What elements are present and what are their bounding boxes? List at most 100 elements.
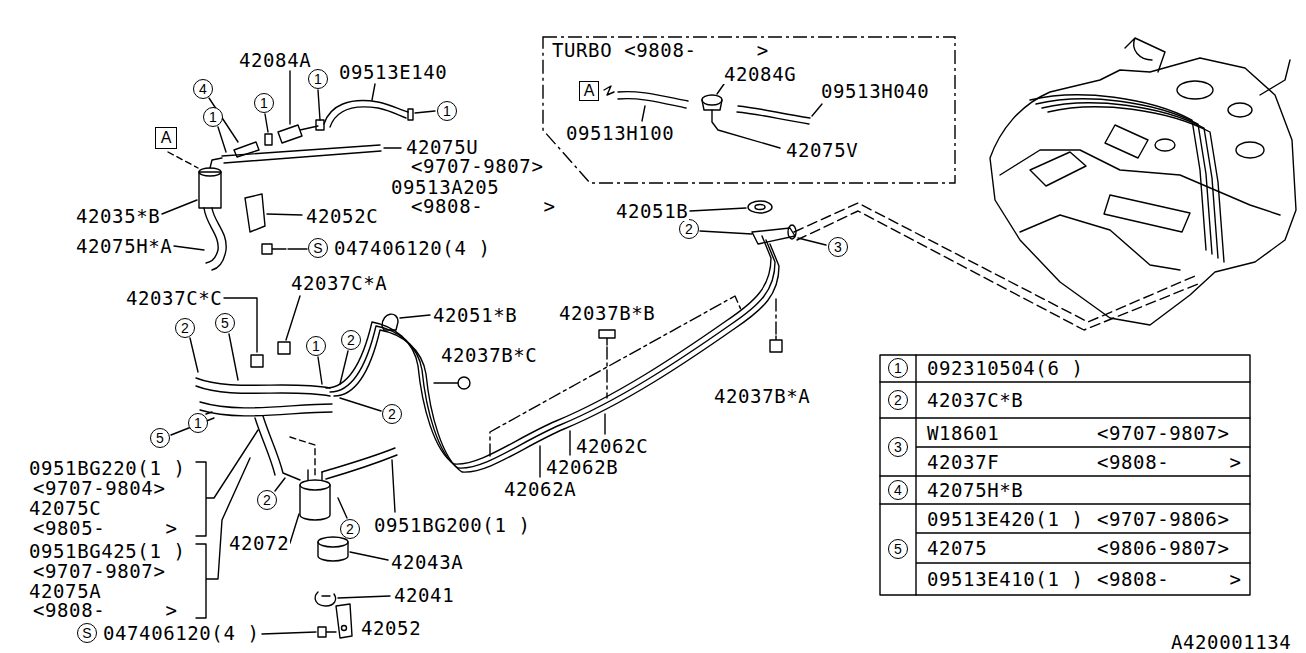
part-number: 42075H*A: [75, 236, 173, 256]
leader-line: [267, 214, 302, 215]
leader-line: [229, 334, 238, 380]
table-cell: 42037F: [926, 452, 1000, 472]
callout-number: 2: [382, 404, 402, 424]
hose-parts: [318, 627, 336, 637]
callout-text: 2: [388, 407, 396, 421]
callout-text: A: [161, 130, 172, 146]
fuel-tank: [1260, 60, 1290, 95]
date-range: <9707-9804>: [32, 478, 166, 498]
table-cell: 092310504(6 ): [926, 358, 1085, 378]
table-cell: 42075H*B: [926, 480, 1024, 500]
hose-parts: [322, 448, 397, 479]
callout-number: 2: [679, 219, 699, 239]
parts-table: [880, 355, 1250, 595]
leader-line: [569, 431, 570, 455]
part-number: 42037C*A: [290, 273, 388, 293]
part-number: 42037B*A: [713, 386, 811, 406]
callout-number: 3: [828, 237, 848, 257]
fuel-pipe: [770, 336, 782, 352]
table-cell: <9808- >: [1096, 452, 1242, 472]
leader-line: [717, 84, 724, 94]
part-number: 42075V: [785, 140, 859, 160]
table-cell: <9806-9807>: [1096, 538, 1230, 558]
callout-text: 1: [312, 339, 320, 353]
turbo-parts: [618, 92, 688, 108]
part-number: 42035*B: [75, 206, 161, 226]
leader-line: [350, 552, 388, 560]
callout-text: S: [313, 241, 322, 255]
fuel-tank: [1042, 103, 1218, 258]
part-number: 42062A: [503, 479, 577, 499]
callout-text: 5: [156, 431, 164, 445]
standard-part-mark: S: [308, 238, 328, 258]
callout-number: 5: [150, 428, 170, 448]
date-range: <9808- >: [32, 600, 178, 620]
callout-text: 5: [221, 316, 229, 330]
leader-line: [604, 414, 605, 434]
leader-line: [209, 98, 238, 142]
leader-line: [265, 114, 268, 132]
part-number: 42051B: [615, 201, 689, 221]
canister-parts: [210, 158, 222, 168]
leader-line: [415, 111, 435, 113]
callout-text: 4: [894, 483, 902, 497]
fuel-tank: [1177, 81, 1213, 99]
region-outline: [543, 37, 955, 183]
hose-parts: [308, 470, 322, 480]
leader-line: [318, 90, 320, 120]
fuel-pipe: [755, 205, 765, 210]
fuel-pipe: [748, 201, 772, 213]
leader-line: [372, 84, 375, 100]
reference-box: A: [579, 81, 599, 101]
turbo-parts: [702, 95, 722, 105]
leader-line: [642, 106, 645, 121]
callout-number: 2: [257, 490, 277, 510]
fuel-tank: [990, 38, 1296, 325]
hidden-line: [797, 211, 1198, 330]
callout-number: 1: [437, 101, 457, 121]
callout-text: 2: [685, 222, 693, 236]
leader-line: [384, 147, 401, 148]
canister-parts: [316, 120, 324, 130]
clip-position-line: [490, 296, 776, 456]
hose-parts: [251, 355, 263, 367]
canister-parts: [408, 109, 413, 120]
table-callout: 3: [888, 437, 908, 457]
callout-text: 2: [894, 393, 902, 407]
leader-line: [262, 632, 316, 634]
callout-number: 4: [193, 79, 213, 99]
fuel-tank: [1020, 215, 1180, 270]
callout-number: 1: [254, 93, 274, 113]
callout-text: 2: [346, 522, 354, 536]
callout-text: 4: [199, 82, 207, 96]
turbo-parts: [702, 100, 722, 110]
leader-line: [318, 357, 322, 384]
table-cell: 42037C*B: [926, 390, 1024, 410]
table-callout: 5: [888, 539, 908, 559]
part-number: 42052C: [305, 206, 379, 226]
reference-box: A: [155, 127, 177, 149]
leader-line: [286, 296, 300, 340]
callout-number: 1: [188, 413, 208, 433]
part-number: 42075U: [405, 137, 479, 157]
canister-parts: [278, 125, 318, 143]
date-range: <9808- >: [410, 196, 556, 216]
table-cell: <9808- >: [1096, 569, 1242, 589]
hose-parts: [196, 342, 397, 638]
fuel-pipe: [382, 314, 398, 330]
callout-text: 3: [834, 240, 842, 254]
ref-leader: [168, 152, 315, 478]
part-number: 42084G: [723, 64, 797, 84]
parts-table: [880, 355, 1250, 595]
turbo-parts: [712, 110, 780, 148]
part-number: 047406120(4 ): [333, 238, 492, 258]
hose-parts: [318, 537, 348, 547]
hose-parts: [278, 342, 290, 354]
part-number: 09513H040: [820, 81, 930, 101]
leader-line: [289, 71, 290, 124]
table-cell: 09513E410(1 ): [926, 569, 1085, 589]
canister-parts: [265, 134, 272, 145]
part-number: 047406120(4 ): [102, 623, 261, 643]
hose-parts: [255, 416, 300, 480]
callout-text: 3: [894, 440, 902, 454]
